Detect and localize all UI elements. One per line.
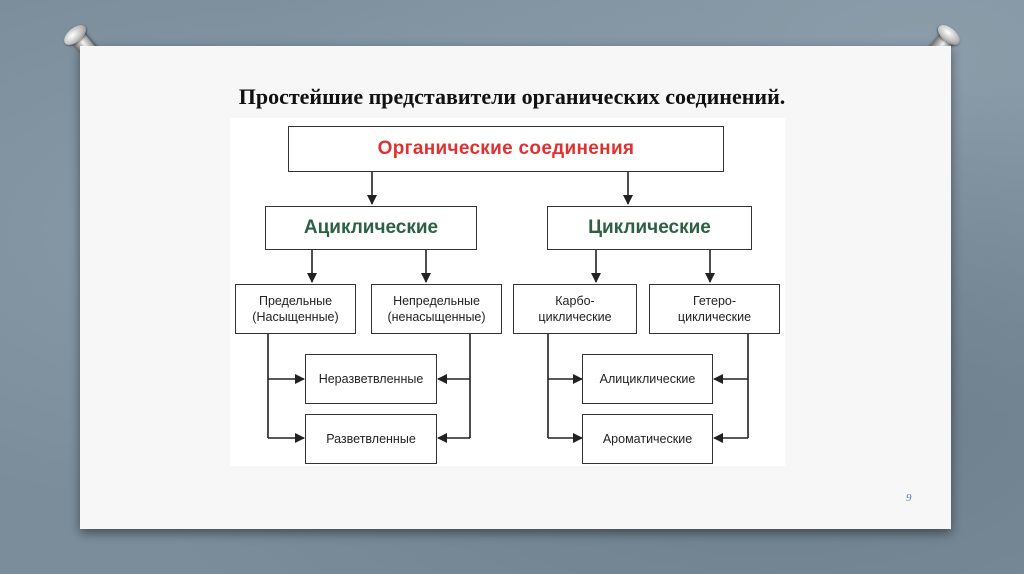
node-aromatic: Ароматические (582, 414, 713, 464)
node-unbranched: Неразветвленные (305, 354, 437, 404)
node-organic-compounds: Органические соединения (288, 126, 724, 172)
node-aromatic-label: Ароматические (602, 432, 693, 446)
node-unbranched-label: Неразветвленные (318, 372, 424, 386)
node-acyclic-label: Ациклические (303, 217, 439, 238)
page-number: 9 (906, 492, 912, 504)
slide-title: Простейшие представители органических со… (238, 84, 786, 109)
node-heterocyclic-line2: циклические (677, 310, 752, 324)
node-unsaturated: Непредельные (ненасыщенные) (371, 284, 502, 334)
node-carbocyclic: Карбо- циклические (513, 284, 637, 334)
node-unsaturated-line1: Непредельные (393, 294, 480, 308)
node-cyclic: Циклические (547, 206, 752, 250)
node-acyclic: Ациклические (265, 206, 477, 250)
node-cyclic-label: Циклические (588, 217, 711, 238)
node-saturated: Предельные (Насыщенные) (235, 284, 356, 334)
node-unsaturated-line2: (ненасыщенные) (387, 310, 486, 324)
node-organic-compounds-label: Органические соединения (377, 138, 635, 159)
node-carbocyclic-line2: циклические (538, 310, 612, 324)
node-branched: Разветвленные (305, 414, 437, 464)
classification-diagram: Органические соединения Ациклические Цик… (230, 118, 785, 466)
node-heterocyclic: Гетеро- циклические (649, 284, 780, 334)
node-saturated-line1: Предельные (258, 294, 333, 308)
node-heterocyclic-line1: Гетеро- (692, 294, 737, 308)
node-alicyclic-label: Алициклические (599, 372, 696, 386)
node-branched-label: Разветвленные (326, 432, 416, 446)
node-saturated-line2: (Насыщенные) (252, 310, 339, 324)
node-alicyclic: Алициклические (582, 354, 713, 404)
connector-lines (267, 172, 749, 443)
node-carbocyclic-line1: Карбо- (555, 294, 595, 308)
